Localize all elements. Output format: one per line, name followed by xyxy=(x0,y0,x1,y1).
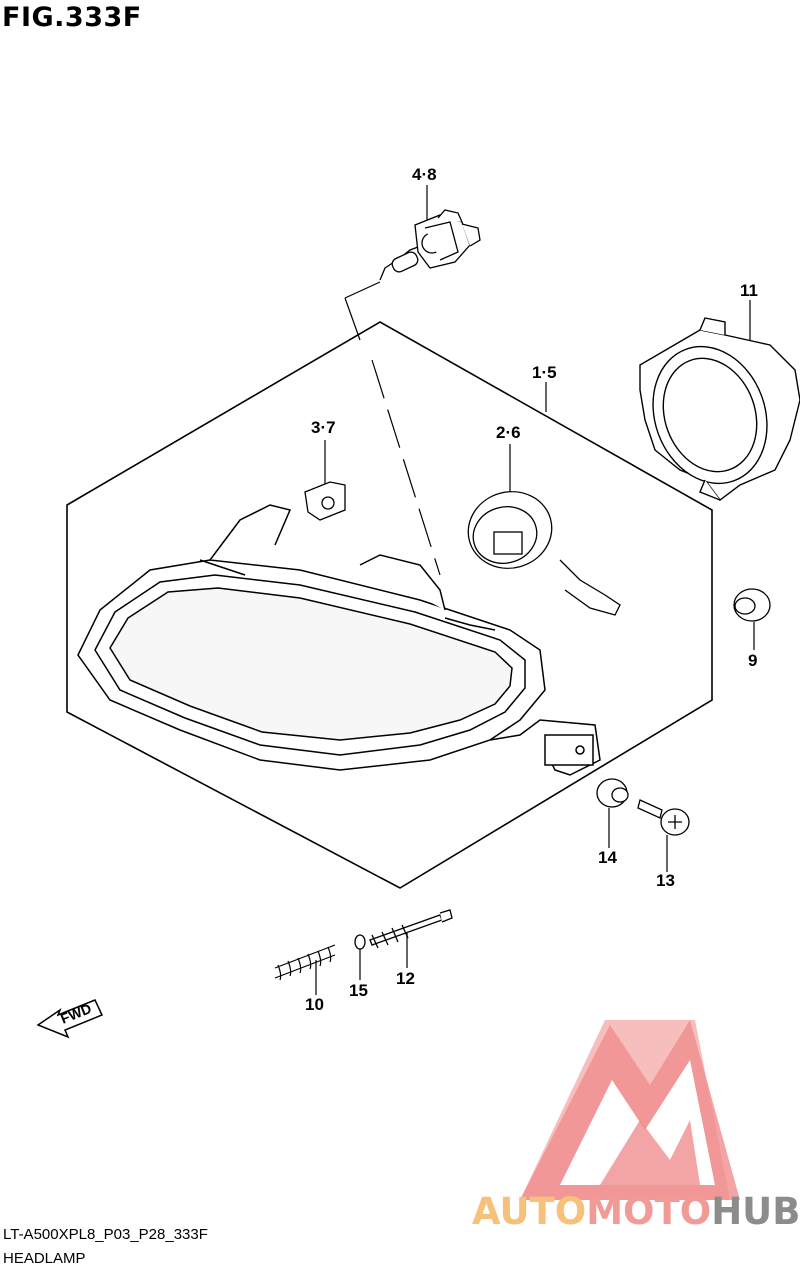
watermark-moto: MOTO xyxy=(586,1190,711,1233)
bolt-12 xyxy=(369,909,453,949)
part-label-10: 10 xyxy=(305,995,324,1014)
part-label-13: 13 xyxy=(656,871,675,890)
figure-code: LT-A500XPL8_P03_P28_333F xyxy=(3,1226,208,1243)
headlamp-housing xyxy=(77,504,601,776)
screw-13 xyxy=(637,799,690,836)
watermark-auto: AUTO xyxy=(472,1190,586,1233)
grommet-9 xyxy=(733,588,771,622)
watermark-hub: HUB xyxy=(711,1190,800,1233)
part-label-12: 12 xyxy=(396,969,415,988)
part-label-3-7: 3·7 xyxy=(311,418,336,437)
socket xyxy=(467,491,621,616)
figure-name: HEADLAMP xyxy=(3,1250,86,1267)
part-label-4-8: 4·8 xyxy=(412,165,437,184)
spring-10 xyxy=(274,944,336,981)
part-label-2-6: 2·6 xyxy=(496,423,521,442)
retaining-ring xyxy=(639,317,800,501)
watermark-text: AUTOMOTOHUB xyxy=(472,1190,800,1233)
watermark-logo xyxy=(520,1020,740,1200)
part-label-9: 9 xyxy=(748,651,757,670)
bulb xyxy=(379,209,481,281)
cushion-14 xyxy=(596,778,629,808)
figure-title: FIG.333F xyxy=(2,2,142,33)
washer-15 xyxy=(354,934,366,950)
part-label-1-5: 1·5 xyxy=(532,363,557,382)
clip xyxy=(304,481,346,521)
part-label-14: 14 xyxy=(598,848,617,867)
part-label-15: 15 xyxy=(349,981,368,1000)
fwd-arrow: FWD xyxy=(36,999,104,1039)
assembly-outline xyxy=(66,321,713,889)
part-label-11: 11 xyxy=(740,281,758,300)
